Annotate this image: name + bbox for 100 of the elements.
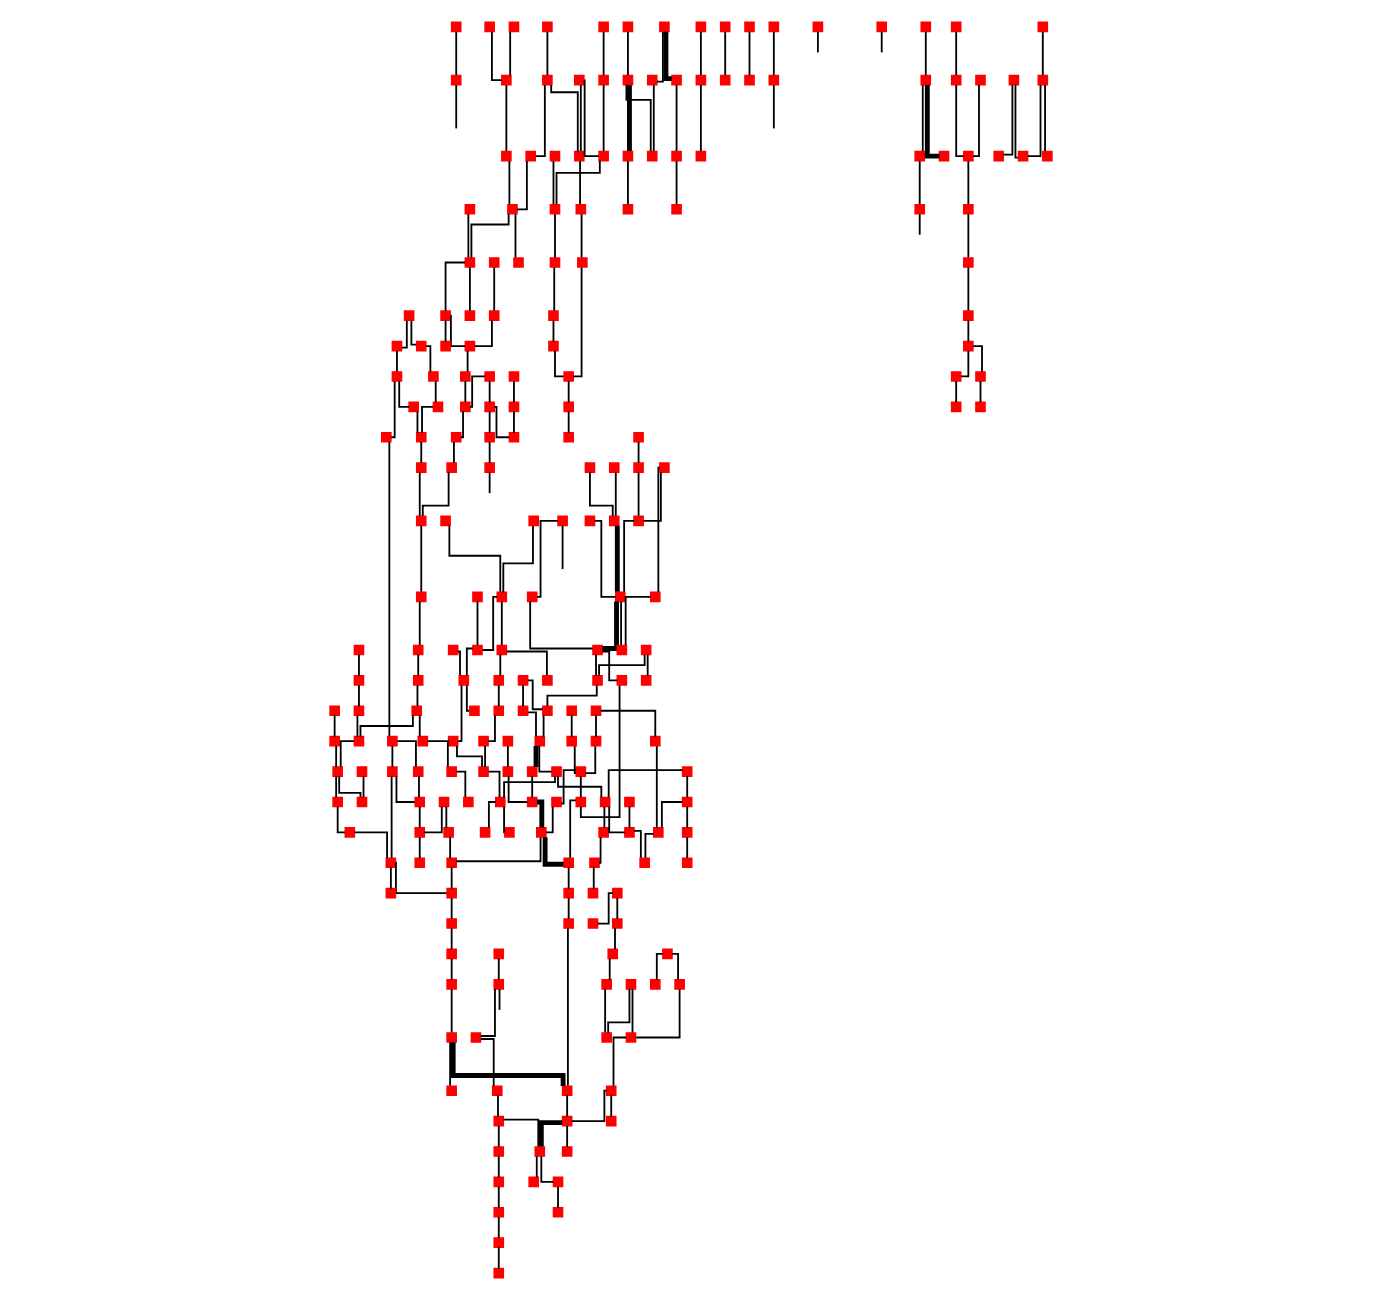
node-box	[427, 371, 438, 382]
node-box	[459, 371, 470, 382]
connector	[966, 160, 969, 206]
connector	[565, 1124, 568, 1148]
connector	[656, 466, 660, 593]
connector	[358, 714, 413, 738]
node-box	[565, 705, 577, 717]
connector	[389, 775, 392, 859]
node-box	[439, 310, 450, 321]
connector	[607, 805, 625, 834]
connector	[455, 650, 460, 677]
node-box	[565, 735, 577, 747]
connector	[513, 213, 516, 259]
node-box	[468, 705, 479, 717]
connector	[497, 988, 500, 1011]
node-box	[586, 887, 598, 899]
node-box	[680, 827, 692, 838]
node-box	[449, 74, 461, 86]
connector	[556, 1185, 558, 1209]
connector	[966, 319, 969, 343]
node-box	[615, 675, 627, 686]
connector	[469, 213, 509, 259]
connector	[592, 519, 616, 598]
node-box	[586, 918, 598, 929]
node-box	[483, 431, 494, 443]
node-box	[492, 1267, 504, 1279]
node-box	[1041, 150, 1052, 162]
connector	[971, 345, 982, 373]
connector	[502, 805, 505, 834]
node-box	[1036, 74, 1048, 86]
node-box	[962, 204, 973, 215]
node-box	[591, 644, 602, 656]
node-box	[483, 21, 494, 33]
node-box	[962, 257, 973, 268]
node-box	[533, 1146, 545, 1157]
node-box	[606, 948, 618, 960]
node-box	[492, 948, 504, 960]
connector	[496, 684, 499, 708]
node-box	[492, 979, 504, 990]
connector	[504, 650, 547, 677]
connector	[1025, 84, 1041, 157]
node-box	[471, 591, 482, 603]
connector	[492, 266, 495, 312]
node-box	[445, 918, 456, 929]
node-box	[414, 591, 426, 603]
node-box	[492, 1115, 504, 1127]
connector	[565, 1094, 568, 1118]
node-box	[598, 796, 610, 808]
node-box	[614, 591, 625, 603]
connector	[467, 266, 470, 312]
node-box	[463, 340, 475, 352]
connector	[654, 953, 663, 981]
node-box	[548, 257, 560, 268]
connector	[478, 988, 495, 1037]
node-box	[607, 462, 619, 473]
node-box	[449, 21, 461, 33]
connector	[559, 769, 576, 805]
node-box	[331, 766, 342, 777]
connector	[448, 836, 451, 860]
node-box	[541, 21, 552, 33]
connector	[468, 375, 485, 408]
node-box	[535, 827, 546, 838]
connector	[393, 861, 447, 895]
node-box	[525, 591, 537, 603]
connector	[486, 714, 495, 743]
connector	[598, 709, 656, 738]
node-box	[501, 735, 513, 747]
connector	[959, 349, 969, 378]
connector	[1001, 84, 1013, 156]
connector	[417, 471, 420, 517]
connector	[879, 30, 882, 54]
node-box	[673, 979, 684, 990]
connector	[388, 866, 391, 890]
node-box	[495, 644, 507, 656]
node-box	[588, 857, 599, 869]
connector	[501, 525, 533, 594]
node-box	[445, 948, 456, 960]
node-box	[556, 515, 567, 527]
connector	[447, 524, 501, 593]
connector	[535, 519, 558, 598]
connector	[487, 410, 490, 434]
node-box	[548, 150, 560, 162]
node-box	[492, 1176, 504, 1188]
node-box	[1007, 74, 1019, 86]
node-box	[390, 371, 402, 382]
connector	[496, 1124, 499, 1148]
node-box	[621, 150, 633, 162]
connector	[553, 349, 564, 378]
connector	[623, 595, 651, 646]
connector	[395, 349, 397, 373]
node-box	[551, 1206, 563, 1218]
connector	[630, 988, 633, 1034]
node-box	[492, 1146, 504, 1157]
connector	[923, 30, 926, 76]
node-box	[670, 204, 681, 215]
node-box	[445, 1085, 456, 1096]
connector	[449, 988, 452, 1034]
node-box	[949, 371, 961, 382]
connector	[578, 84, 581, 152]
connector	[954, 30, 957, 76]
